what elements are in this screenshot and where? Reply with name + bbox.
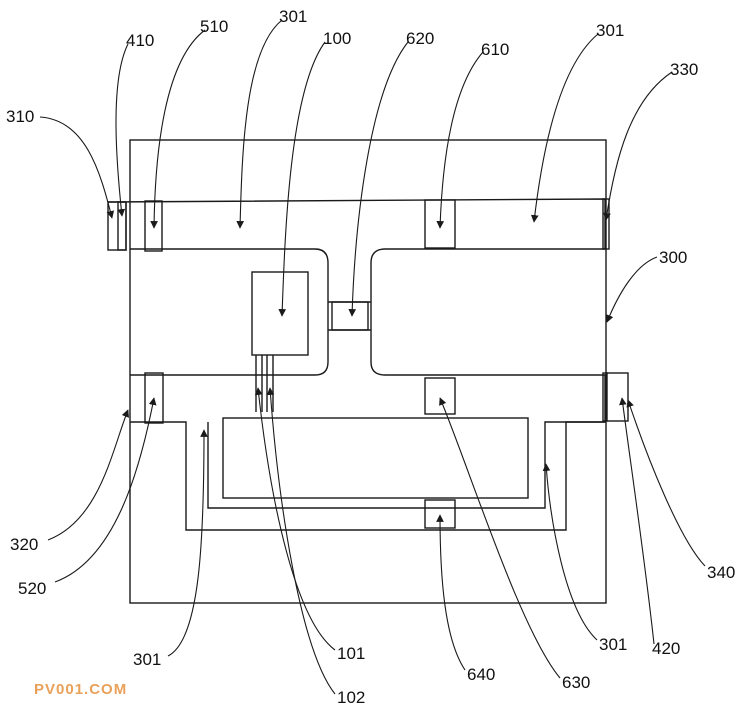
label-301-bottom-right: 301 bbox=[599, 635, 627, 654]
label-301-bottom-left: 301 bbox=[133, 650, 161, 669]
watermark-text: PV001.COM bbox=[34, 681, 127, 698]
leader-630 bbox=[439, 397, 561, 679]
lower-channel-inner bbox=[207, 421, 605, 509]
leader-301-br bbox=[542, 463, 598, 641]
label-300: 300 bbox=[659, 248, 687, 267]
label-340: 340 bbox=[707, 563, 735, 582]
label-610: 610 bbox=[481, 40, 509, 59]
component-330 bbox=[602, 198, 610, 250]
label-330: 330 bbox=[670, 60, 698, 79]
leader-640 bbox=[436, 514, 466, 671]
label-100: 100 bbox=[323, 29, 351, 48]
label-620: 620 bbox=[406, 29, 434, 48]
leader-100 bbox=[278, 41, 326, 317]
leader-410 bbox=[115, 43, 129, 217]
component-420 bbox=[605, 372, 629, 422]
leader-101 bbox=[254, 387, 336, 651]
label-420: 420 bbox=[652, 639, 680, 658]
leader-301-tr bbox=[530, 33, 599, 223]
label-630: 630 bbox=[562, 673, 590, 692]
component-340 bbox=[602, 372, 608, 422]
label-520: 520 bbox=[18, 579, 46, 598]
leader-310 bbox=[39, 116, 115, 219]
label-102: 102 bbox=[337, 688, 365, 707]
leader-102 bbox=[266, 387, 336, 695]
leader-300 bbox=[606, 256, 658, 323]
label-101: 101 bbox=[337, 644, 365, 663]
component-610 bbox=[424, 199, 456, 249]
label-310: 310 bbox=[6, 107, 34, 126]
lower-center-block bbox=[222, 417, 529, 499]
label-410: 410 bbox=[126, 31, 154, 50]
leader-510 bbox=[150, 29, 206, 229]
component-310 bbox=[107, 201, 127, 251]
leader-330 bbox=[603, 71, 673, 221]
leader-301-bl bbox=[167, 429, 208, 657]
component-630 bbox=[424, 377, 456, 415]
label-640: 640 bbox=[467, 665, 495, 684]
component-520 bbox=[144, 372, 164, 424]
label-510: 510 bbox=[200, 17, 228, 36]
leader-520 bbox=[54, 397, 157, 583]
leader-420 bbox=[619, 397, 655, 645]
outer-frame bbox=[129, 139, 607, 604]
leader-340 bbox=[626, 399, 706, 567]
component-620 bbox=[331, 301, 369, 331]
leader-610 bbox=[436, 51, 484, 229]
block-100 bbox=[251, 271, 309, 356]
leader-320 bbox=[47, 409, 130, 541]
component-510 bbox=[144, 200, 163, 252]
left-arm-outline bbox=[130, 248, 329, 376]
upper-bar-outline bbox=[107, 198, 606, 531]
label-301-top-left: 301 bbox=[279, 7, 307, 26]
component-410 bbox=[117, 201, 127, 251]
leader-620 bbox=[348, 41, 409, 317]
label-301-top-right: 301 bbox=[596, 21, 624, 40]
leader-301-tl bbox=[236, 19, 283, 229]
label-320: 320 bbox=[10, 535, 38, 554]
